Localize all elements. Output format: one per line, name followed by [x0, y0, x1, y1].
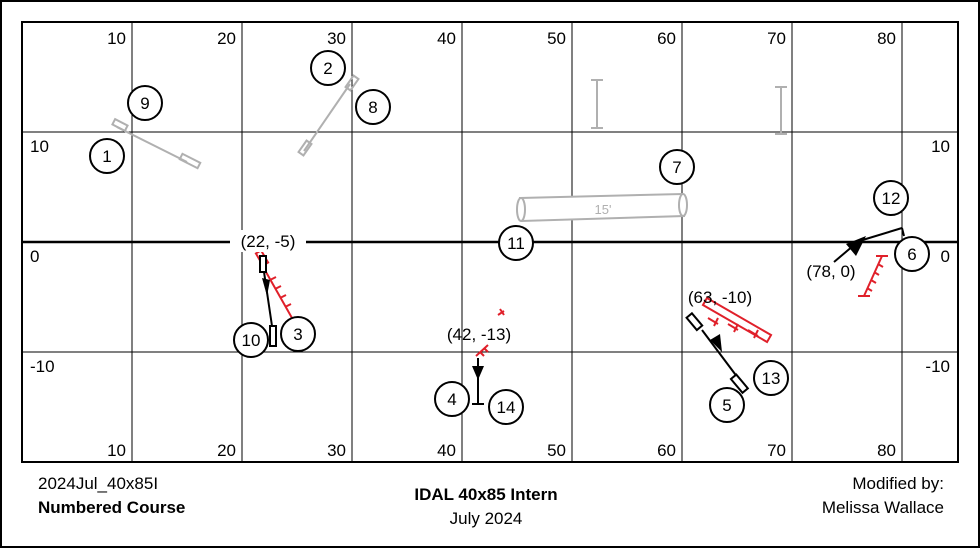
path-3-10 — [259, 255, 277, 347]
svg-text:12: 12 — [882, 189, 901, 208]
x-tick-bottom: 50 — [547, 441, 566, 460]
course-title: IDAL 40x85 Intern — [414, 485, 558, 504]
path-6-12 — [833, 227, 905, 263]
number-marker-6: 6 — [894, 236, 930, 272]
x-tick-bottom: 60 — [657, 441, 676, 460]
course-path — [259, 227, 905, 405]
number-marker-13: 13 — [753, 360, 789, 396]
number-marker-10: 10 — [233, 322, 269, 358]
x-tick-bottom: 20 — [217, 441, 236, 460]
course-type: Numbered Course — [38, 498, 186, 517]
x-tick-bottom: 70 — [767, 441, 786, 460]
tunnel-length-label: 15' — [595, 202, 612, 217]
svg-text:2: 2 — [323, 59, 332, 78]
modified-label: Modified by: — [852, 474, 944, 493]
coordinate-label: (42, -13) — [447, 325, 511, 344]
number-marker-8: 8 — [355, 89, 391, 125]
svg-text:11: 11 — [507, 234, 525, 253]
number-marker-4: 4 — [434, 381, 470, 417]
y-tick-left: 10 — [30, 137, 49, 156]
y-tick-left: -10 — [30, 357, 55, 376]
number-marker-5: 5 — [709, 387, 745, 423]
coordinate-label: (78, 0) — [806, 262, 855, 281]
number-marker-1: 1 — [89, 138, 125, 174]
x-tick-top: 30 — [327, 29, 346, 48]
x-tick-top: 60 — [657, 29, 676, 48]
course-date: July 2024 — [449, 509, 523, 528]
svg-text:10: 10 — [242, 331, 261, 350]
red-wall-5-13 — [701, 296, 773, 344]
x-tick-top: 20 — [217, 29, 236, 48]
x-tick-bottom: 30 — [327, 441, 346, 460]
svg-text:3: 3 — [293, 325, 302, 344]
svg-text:5: 5 — [722, 396, 731, 415]
x-tick-bottom: 40 — [437, 441, 456, 460]
number-marker-9: 9 — [127, 85, 163, 121]
coordinate-label: (22, -5) — [241, 232, 296, 251]
file-name: 2024Jul_40x85I — [38, 474, 159, 493]
grey-jump-2-8 — [297, 74, 360, 157]
number-marker-14: 14 — [488, 389, 524, 425]
number-marker-11: 11 — [498, 225, 534, 261]
previous-course-obstacles — [111, 74, 787, 170]
grey-upright-1 — [591, 79, 603, 129]
x-tick-top: 10 — [107, 29, 126, 48]
y-tick-left: 0 — [30, 247, 39, 266]
y-tick-right: -10 — [925, 357, 950, 376]
svg-text:4: 4 — [447, 390, 456, 409]
grey-upright-2 — [775, 86, 787, 135]
number-marker-3: 3 — [280, 316, 316, 352]
x-tick-bottom: 10 — [107, 441, 126, 460]
svg-text:8: 8 — [368, 98, 377, 117]
svg-text:6: 6 — [907, 245, 916, 264]
x-tick-bottom: 80 — [877, 441, 896, 460]
number-marker-7: 7 — [659, 149, 695, 185]
x-tick-top: 80 — [877, 29, 896, 48]
new-obstacles — [254, 249, 888, 357]
x-tick-top: 40 — [437, 29, 456, 48]
path-4-14 — [472, 358, 484, 405]
coordinate-label: (63, -10) — [688, 288, 752, 307]
modified-name: Melissa Wallace — [821, 498, 944, 517]
tunnel-7: 15' — [516, 192, 688, 223]
grey-jump-1-9 — [111, 117, 202, 170]
number-marker-12: 12 — [873, 180, 909, 216]
svg-text:14: 14 — [497, 398, 516, 417]
number-marker-2: 2 — [310, 50, 346, 86]
svg-text:13: 13 — [762, 369, 781, 388]
y-tick-right: 0 — [941, 247, 950, 266]
y-tick-right: 10 — [931, 137, 950, 156]
x-tick-top: 50 — [547, 29, 566, 48]
svg-text:9: 9 — [140, 94, 149, 113]
red-jump-4 — [475, 308, 505, 357]
svg-text:7: 7 — [672, 158, 681, 177]
red-jump-6 — [858, 255, 888, 297]
svg-text:1: 1 — [102, 147, 111, 166]
x-tick-top: 70 — [767, 29, 786, 48]
grid-horizontal — [22, 131, 958, 353]
path-5-13 — [685, 311, 750, 395]
